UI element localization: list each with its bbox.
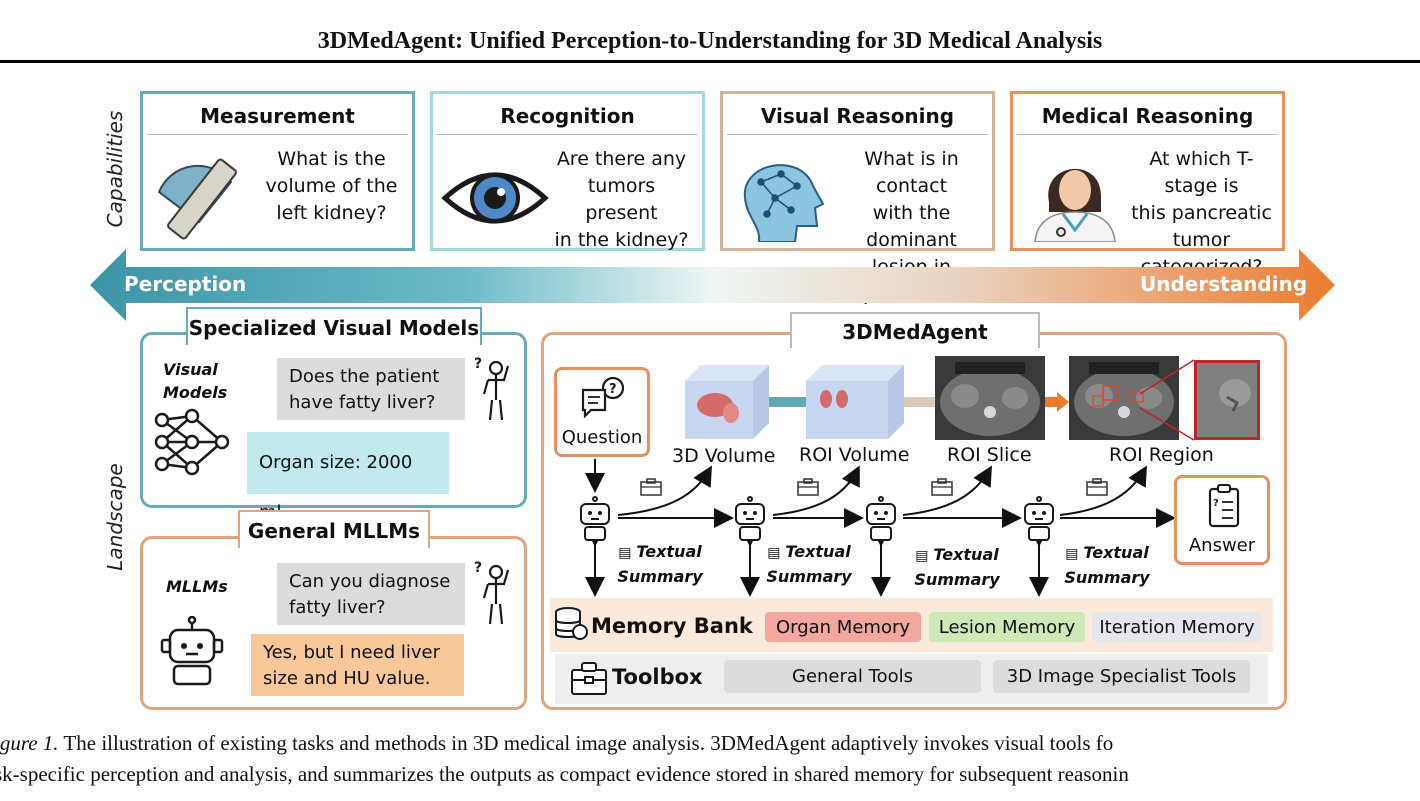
textual-summary-text: Textual Summary — [766, 542, 852, 586]
zoom-lines — [1139, 359, 1195, 441]
specialist-tools-chip: 3D Image Specialist Tools — [993, 660, 1250, 693]
tool-icon — [797, 478, 819, 496]
brain-network-icon — [731, 152, 839, 243]
textual-summary-text: Textual Summary — [914, 545, 1000, 589]
summary-doc-icon: ▤ — [618, 545, 637, 561]
landscape-side-label: Landscape — [103, 463, 127, 571]
toolbox-icon — [571, 662, 607, 695]
stage-label-roi-slice: ROI Slice — [947, 444, 1032, 466]
visual-models-label: Visual Models — [163, 360, 228, 402]
summary-doc-icon: ▤ — [915, 548, 934, 564]
paper-title: 3DMedAgent: Unified Perception-to-Unders… — [317, 28, 1103, 54]
textual-summary-text: Textual Summary — [617, 542, 703, 586]
lesion-memory-chip: Lesion Memory — [929, 612, 1085, 642]
capability-question: What is the volume of the left kidney? — [265, 148, 398, 224]
capability-title: Measurement — [147, 98, 408, 135]
general-tools-chip: General Tools — [724, 660, 981, 693]
stage-label-3d-volume: 3D Volume — [672, 445, 776, 467]
tool-icon — [640, 478, 662, 496]
textual-summary-text: Textual Summary — [1064, 543, 1150, 587]
textual-summary-3: ▤ Textual Summary — [914, 543, 1000, 591]
answer-box: ? Answer — [1174, 475, 1270, 565]
confused-person-icon: ? — [472, 558, 518, 630]
neural-network-icon — [152, 406, 232, 482]
medagent-title: 3DMedAgent — [790, 312, 1040, 348]
capabilities-side-label: Capabilities — [103, 110, 127, 228]
textual-summary-2: ▤ Textual Summary — [766, 540, 852, 588]
textual-summary-4: ▤ Textual Summary — [1064, 541, 1150, 589]
svg-text:?: ? — [1213, 498, 1219, 509]
summary-doc-icon: ▤ — [1065, 546, 1084, 562]
capability-title: Recognition — [437, 98, 698, 135]
memory-bank-title: Memory Bank — [591, 614, 753, 638]
title-rule — [0, 60, 1420, 63]
capability-title: Visual Reasoning — [727, 98, 988, 135]
agent-flow-arrows — [585, 459, 1176, 597]
roi-slice-ct-image — [935, 356, 1045, 440]
agent-robot-icon — [866, 496, 896, 541]
capability-card-medical-reasoning: Medical Reasoning At which T-stage is th… — [1010, 91, 1285, 278]
summary-doc-icon: ▤ — [767, 545, 786, 561]
specialized-question-bubble: Does the patient have fatty liver? — [277, 358, 465, 420]
iteration-memory-chip: Iteration Memory — [1092, 612, 1262, 642]
orange-arrow — [1045, 392, 1069, 412]
roi-volume-icon — [806, 365, 904, 439]
svg-text:?: ? — [474, 560, 482, 576]
capability-title: Medical Reasoning — [1017, 98, 1278, 135]
database-icon — [555, 607, 588, 640]
stage-label-roi-region: ROI Region — [1109, 444, 1214, 466]
agent-robot-icon — [580, 496, 610, 541]
specialized-answer-bubble: Organ size: 2000 ml — [247, 432, 449, 523]
roi-region-zoom — [1194, 360, 1260, 440]
robot-icon — [160, 615, 224, 692]
doctor-icon — [1021, 152, 1129, 243]
agent-robot-icon — [735, 496, 765, 541]
question-label: Question — [561, 427, 643, 448]
3d-volume-icon — [685, 365, 769, 439]
general-mllms-title: General MLLMs — [238, 510, 430, 548]
stage-label-roi-volume: ROI Volume — [799, 444, 910, 466]
tool-icon — [1086, 478, 1108, 496]
svg-text:?: ? — [474, 356, 482, 372]
figure-caption-line-1: igure 1. The illustration of existing ta… — [0, 731, 1113, 756]
confused-person-icon: ? — [472, 354, 518, 426]
mllms-label: MLLMs — [166, 577, 228, 596]
caption-text: The illustration of existing tasks and m… — [58, 731, 1114, 755]
capability-card-measurement: Measurement What is the volume of the le… — [140, 91, 415, 251]
svg-text:?: ? — [609, 382, 617, 397]
question-chat-icon: ? — [581, 376, 625, 418]
organ-memory-chip: Organ Memory — [765, 612, 921, 642]
protractor-ruler-icon — [151, 152, 259, 242]
mllm-question-bubble: Can you diagnose fatty liver? — [277, 563, 465, 625]
answer-label: Answer — [1188, 535, 1256, 556]
volume-connector — [769, 397, 806, 407]
slice-connector — [904, 397, 936, 407]
roi-region-ct-image — [1069, 356, 1179, 440]
tool-icon — [931, 478, 953, 496]
figure-label: igure 1. — [0, 731, 59, 755]
figure-caption-line-2: sk-specific perception and analysis, and… — [0, 762, 1129, 786]
question-box: ? Question — [554, 367, 650, 457]
capability-question: Are there any tumors present in the kidn… — [554, 148, 689, 251]
specialized-models-title: Specialized Visual Models — [186, 307, 482, 345]
mllm-answer-bubble: Yes, but I need liver size and HU value. — [251, 634, 464, 696]
perception-label: Perception — [124, 272, 247, 296]
textual-summary-1: ▤ Textual Summary — [617, 540, 703, 588]
agent-robot-icon — [1024, 496, 1054, 541]
clipboard-icon: ? — [1208, 484, 1240, 528]
toolbox-title: Toolbox — [612, 665, 703, 689]
capability-card-recognition: Recognition Are there any tumors present… — [430, 91, 705, 251]
eye-icon — [441, 152, 549, 242]
perception-understanding-axis — [90, 249, 1335, 321]
capability-card-visual-reasoning: Visual Reasoning What is in contact with… — [720, 91, 995, 305]
understanding-label: Understanding — [1140, 272, 1308, 296]
